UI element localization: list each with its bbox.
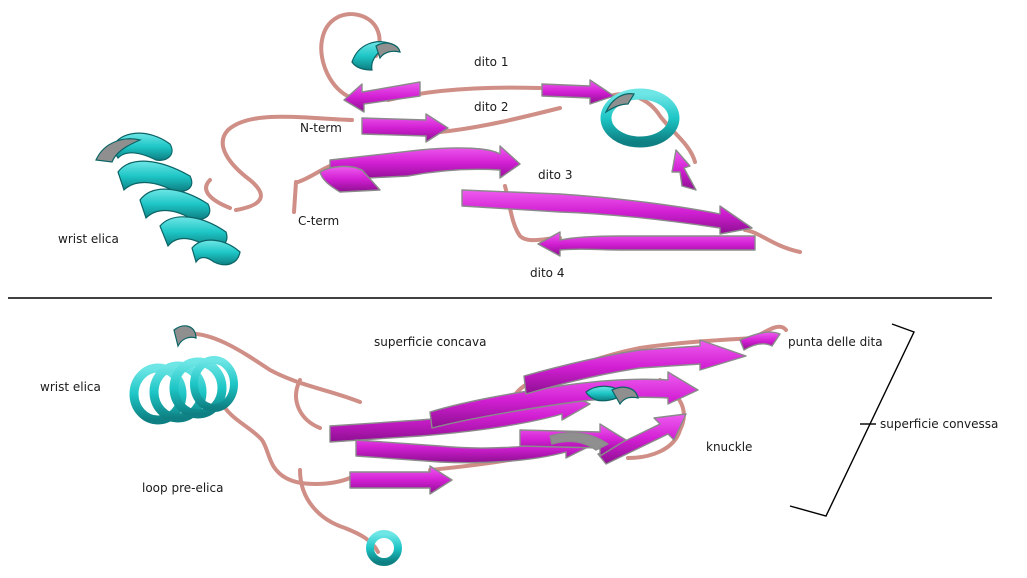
strand-dito3-long: [462, 190, 752, 234]
label-dito3: dito 3: [538, 169, 572, 181]
label-dito1: dito 1: [474, 56, 508, 68]
label-nterm: N-term: [300, 122, 342, 134]
top-panel: [96, 14, 800, 265]
label-cterm: C-term: [298, 215, 339, 227]
label-wrist-bottom: wrist elica: [40, 381, 101, 393]
strand-nterm: [362, 114, 448, 142]
bottom-strands: [330, 332, 780, 494]
helix-top-back: [376, 43, 400, 58]
loop: [294, 182, 296, 212]
strand-b3: [350, 466, 452, 494]
strand-dito4: [538, 232, 755, 256]
label-wrist-top: wrist elica: [58, 233, 119, 245]
label-dito4: dito 4: [530, 267, 564, 279]
label-knuckle: knuckle: [706, 441, 752, 453]
label-dito2: dito 2: [474, 101, 508, 113]
loop: [206, 180, 230, 208]
strand-b9: [740, 332, 780, 350]
label-punta-delle-dita: punta delle dita: [788, 336, 883, 348]
bottom-panel: [134, 324, 914, 562]
strand-dito1: [542, 80, 614, 104]
strand-dito2: [344, 82, 420, 112]
label-superficie-convessa: superficie convessa: [880, 418, 998, 430]
label-loop-pre-elica: loop pre-elica: [142, 482, 223, 494]
label-superficie-concava: superficie concava: [374, 336, 486, 348]
